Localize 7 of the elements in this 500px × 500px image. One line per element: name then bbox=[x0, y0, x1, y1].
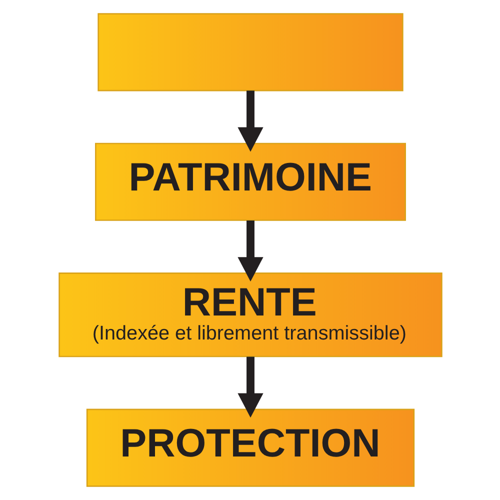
node-box: PROTECTION bbox=[86, 408, 414, 487]
arrow bbox=[237, 220, 263, 282]
arrow bbox=[237, 356, 263, 418]
node-box: RENTE (Indexée et librement transmissible) bbox=[58, 272, 442, 358]
arrow bbox=[237, 90, 263, 152]
node-box bbox=[97, 13, 403, 92]
node-box: PATRIMOINE bbox=[94, 142, 406, 221]
